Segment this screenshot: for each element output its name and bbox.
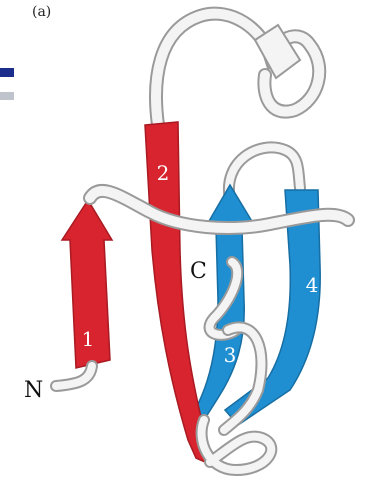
loop-bottom bbox=[202, 420, 272, 470]
strand-label-4: 4 bbox=[306, 273, 319, 297]
strand-label-3: 3 bbox=[224, 343, 237, 367]
n-terminus-label: N bbox=[24, 378, 43, 403]
c-terminus-label: C bbox=[190, 259, 207, 284]
strand-label-1: 1 bbox=[82, 327, 95, 351]
strand-label-2: 2 bbox=[157, 161, 170, 185]
